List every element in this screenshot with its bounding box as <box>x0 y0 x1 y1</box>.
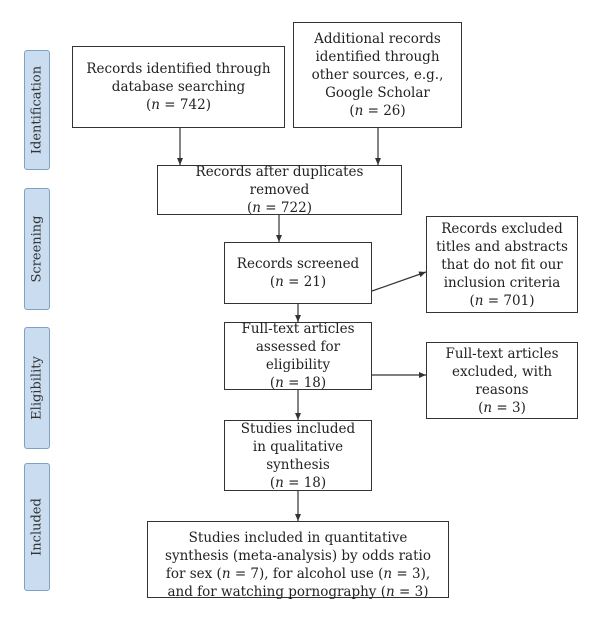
box-text: Records screened <box>236 256 360 272</box>
phase-label: Included <box>29 498 45 556</box>
box-text: Studies included in qualitative synthesi… <box>240 420 356 473</box>
box-fulltext-excluded: Full-text articles excluded, with reason… <box>426 342 578 419</box>
box-text: Additional records identified through ot… <box>311 31 444 101</box>
box-count: (n = 18) <box>269 474 327 491</box>
phase-label: Screening <box>29 215 45 283</box>
phase-screening: Screening <box>24 188 50 310</box>
box-other-sources: Additional records identified through ot… <box>293 22 462 128</box>
box-count: (n = 742) <box>146 97 211 113</box>
phase-eligibility: Eligibility <box>24 327 50 449</box>
box-count: (n = 701) <box>469 292 535 309</box>
box-records-excluded: Records excluded titles and abstracts th… <box>426 216 578 313</box>
phase-label: Eligibility <box>29 356 45 420</box>
box-count: (n = 18) <box>269 375 327 391</box>
box-text: Records after duplicates removed <box>195 164 364 198</box>
arrow-screened-to-excluded <box>371 271 427 292</box>
phase-included: Included <box>24 463 50 591</box>
box-duplicates-removed: Records after duplicates removed (n = 72… <box>157 164 402 216</box>
box-text: Full-text articles excluded, with reason… <box>445 345 559 398</box>
box-records-screened: Records screened (n = 21) <box>224 242 372 304</box>
phase-identification: Identification <box>24 50 50 170</box>
box-qualitative-synthesis: Studies included in qualitative synthesi… <box>224 420 372 491</box>
box-count: (n = 26) <box>349 103 406 119</box>
box-database-search: Records identified through database sear… <box>72 46 285 128</box>
box-count: (n = 21) <box>269 274 327 290</box>
box-count: (n = 722) <box>247 200 312 216</box>
box-count: (n = 3) <box>478 399 526 416</box>
box-text: Full-text articles assessed for eligibil… <box>241 321 355 373</box>
box-fulltext-assessed: Full-text articles assessed for eligibil… <box>224 321 372 391</box>
box-quantitative-synthesis: Studies included in quantitative synthes… <box>147 521 449 600</box>
box-text: Records excluded titles and abstracts th… <box>436 220 568 291</box>
box-text: Records identified through database sear… <box>86 61 271 95</box>
phase-label: Identification <box>29 65 45 155</box>
